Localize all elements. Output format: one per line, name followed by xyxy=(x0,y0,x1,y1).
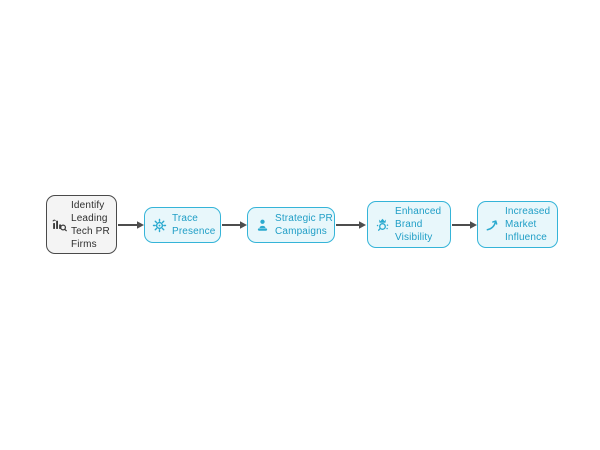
gear-icon xyxy=(152,218,167,233)
arrow-trace-to-campaigns xyxy=(222,221,247,229)
pawn-podium-icon xyxy=(255,218,270,233)
node-label: Enhanced Brand Visibility xyxy=(395,206,442,243)
node-enhanced-brand-visibility: Enhanced Brand Visibility xyxy=(367,201,451,248)
crown-visibility-icon xyxy=(375,217,390,232)
node-label: Trace Presence xyxy=(172,213,216,237)
arrow-identify-to-trace xyxy=(118,221,144,229)
node-increased-market-influence: Increased Market Influence xyxy=(477,201,558,248)
node-label: Increased Market Influence xyxy=(505,206,551,243)
arrow-campaigns-to-visibility xyxy=(336,221,366,229)
growth-arrow-icon xyxy=(485,217,500,232)
bar-chart-search-icon xyxy=(52,217,67,232)
node-strategic-pr-campaigns: Strategic PR Campaigns xyxy=(247,207,335,243)
node-identify-leading-tech-pr-firms: Identify Leading Tech PR Firms xyxy=(46,195,117,254)
node-label: Strategic PR Campaigns xyxy=(275,213,333,237)
node-label: Identify Leading Tech PR Firms xyxy=(71,199,110,250)
node-trace-presence: Trace Presence xyxy=(144,207,221,243)
arrow-visibility-to-influence xyxy=(452,221,477,229)
